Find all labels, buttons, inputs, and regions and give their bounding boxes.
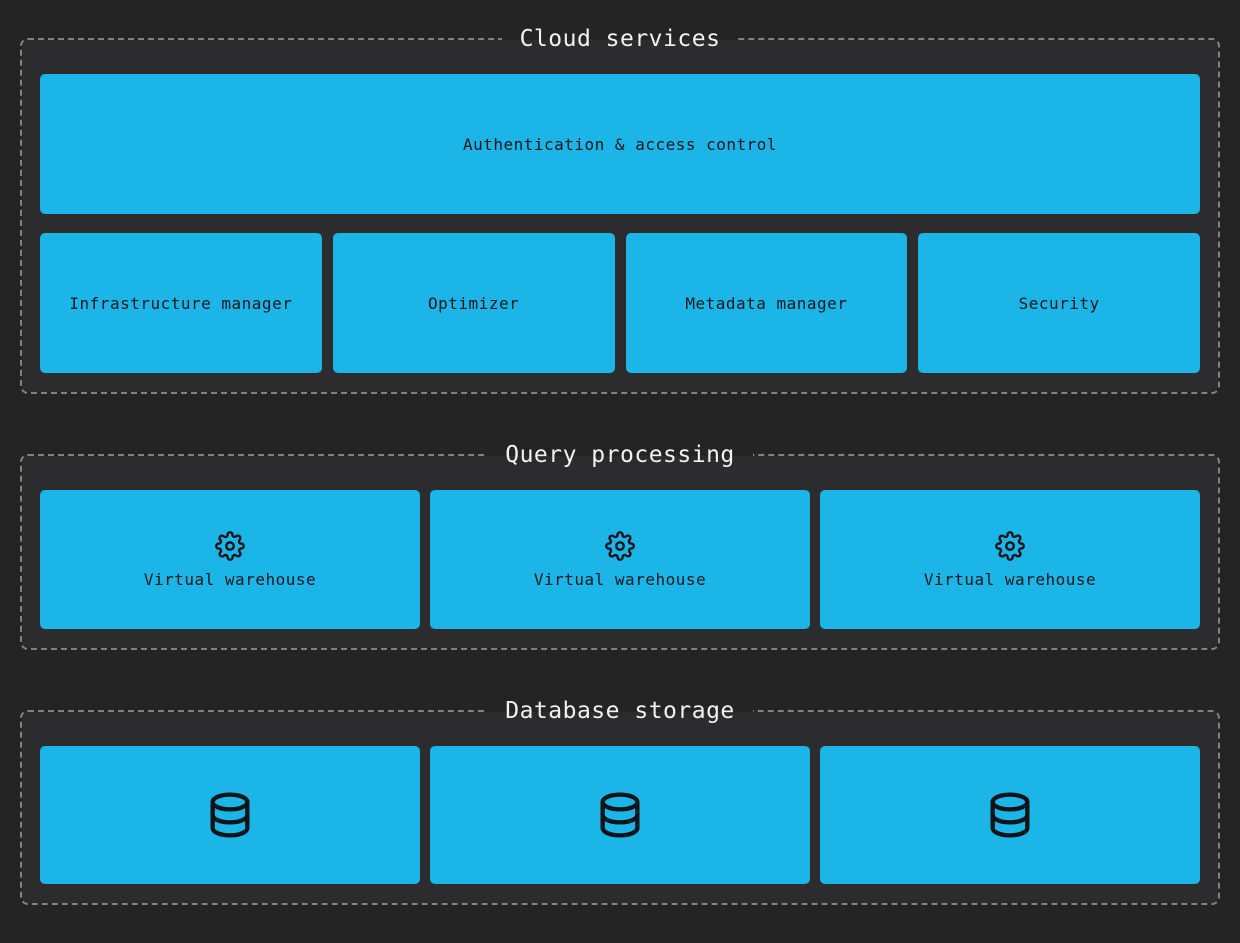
query-processing-row: Virtual warehouse Virtual warehouse Virt… [40, 490, 1200, 629]
gear-icon [995, 530, 1025, 561]
gear-icon [215, 530, 245, 561]
virtual-warehouse-label: Virtual warehouse [143, 569, 317, 589]
database-icon [600, 792, 640, 838]
section-title-cloud-services: Cloud services [519, 26, 721, 52]
cloud-services-row: Infrastructure manager Optimizer Metadat… [40, 233, 1200, 373]
virtual-warehouse-label: Virtual warehouse [923, 569, 1097, 589]
section-cloud-services: Cloud services Authentication & access c… [20, 26, 1220, 394]
optimizer-box: Optimizer [332, 233, 615, 373]
database-storage-row [40, 746, 1200, 884]
database-icon [210, 792, 250, 838]
database-box [430, 746, 810, 884]
virtual-warehouse-label: Virtual warehouse [533, 569, 707, 589]
virtual-warehouse-box: Virtual warehouse [430, 490, 810, 629]
gear-icon [605, 530, 635, 561]
auth-access-control-box: Authentication & access control [40, 74, 1200, 214]
metadata-manager-box: Metadata manager [625, 233, 908, 373]
database-box [820, 746, 1200, 884]
database-box [40, 746, 420, 884]
section-title-database-storage: Database storage [505, 698, 735, 724]
section-database-storage: Database storage [20, 698, 1220, 905]
database-icon [990, 792, 1030, 838]
virtual-warehouse-box: Virtual warehouse [40, 490, 420, 629]
section-title-query-processing: Query processing [505, 442, 735, 468]
security-box: Security [918, 233, 1200, 373]
virtual-warehouse-box: Virtual warehouse [820, 490, 1200, 629]
section-query-processing: Query processing Virtual warehouse Virtu… [20, 442, 1220, 650]
infrastructure-manager-box: Infrastructure manager [40, 233, 322, 373]
